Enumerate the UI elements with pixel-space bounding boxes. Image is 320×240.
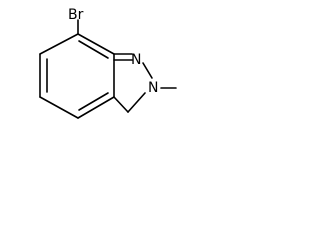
bond-c3-c3a — [113, 96, 129, 113]
nitrogen-2-label: N — [148, 80, 158, 96]
bond-c5-c4 — [39, 96, 79, 119]
bond-n1-n2 — [142, 62, 153, 79]
structure-canvas: Br N N — [0, 0, 178, 134]
bond-n2-c3 — [127, 92, 146, 113]
bond-c4-c3a — [77, 96, 115, 119]
double-bond-c7a-c7 — [78, 40, 109, 59]
double-bond-c4-c3a — [78, 92, 109, 111]
bond-c7a-c7 — [77, 33, 115, 55]
bromine-label: Br — [68, 7, 84, 23]
molecule-diagram: Br N N — [39, 7, 177, 119]
bond-c7-c6 — [39, 33, 79, 55]
nitrogen-1-label: N — [131, 52, 141, 68]
